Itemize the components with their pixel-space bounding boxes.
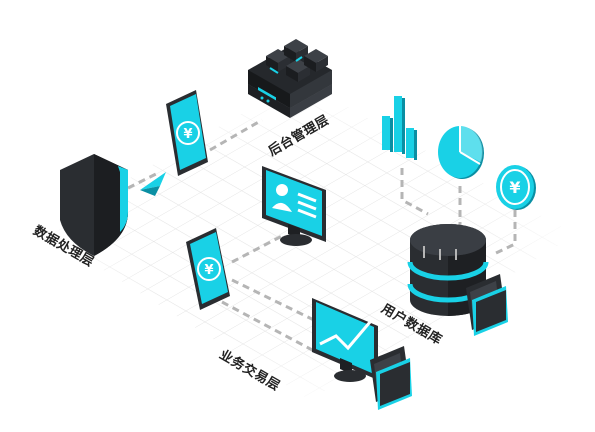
yuan-symbol: ¥ [204, 263, 213, 278]
connector-business [221, 300, 317, 354]
profile-monitor-icon [262, 166, 326, 246]
yuan-coin-icon: ¥ [496, 165, 536, 210]
connector-tablet-server [209, 118, 263, 152]
yuan-symbol: ¥ [509, 178, 520, 197]
arrow-icon [140, 172, 166, 196]
pie-chart-icon [438, 125, 484, 179]
folder-icon [370, 346, 412, 410]
chart-monitor-icon [312, 298, 378, 382]
folder-icon-db [466, 274, 508, 336]
connector-tablet-chart [231, 278, 319, 324]
connector-tablet-monitor [231, 234, 283, 264]
connector-lines [127, 118, 517, 354]
bar-chart-icon [382, 96, 417, 160]
connector-shield-arrow [127, 170, 161, 190]
tablet-yuan-icon-top: ¥ [166, 90, 208, 176]
connector-coin-db [493, 210, 517, 256]
shield-icon [60, 154, 128, 256]
yuan-symbol: ¥ [183, 127, 192, 142]
tablet-yuan-icon-bottom: ¥ [186, 228, 230, 310]
connector-bars-db [400, 168, 429, 216]
server-icon [248, 39, 332, 118]
